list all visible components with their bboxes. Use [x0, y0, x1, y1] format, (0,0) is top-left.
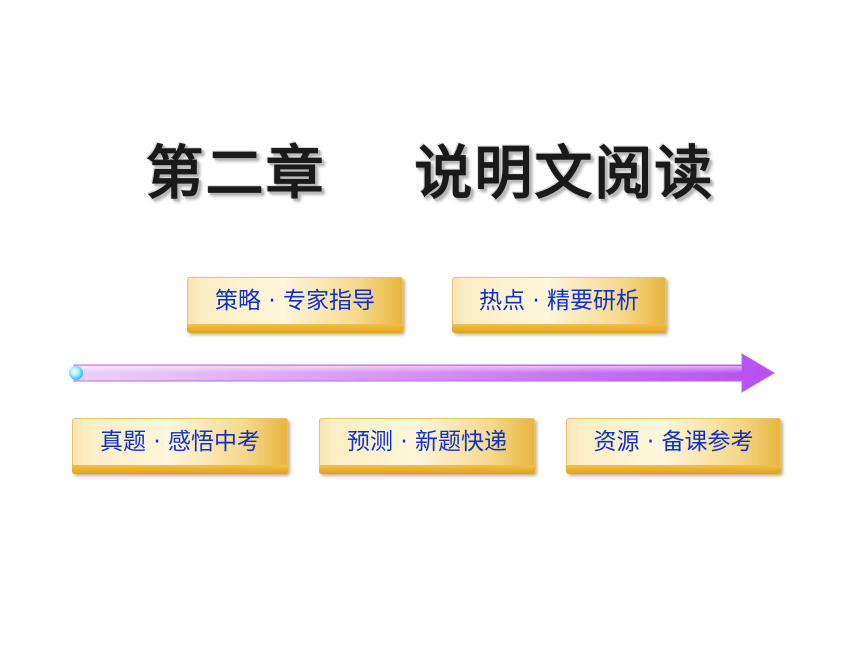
nav-button-real-exam-label: 真题 · 感悟中考 — [100, 429, 260, 455]
nav-button-resources-label: 资源 · 备课参考 — [593, 429, 754, 455]
nav-button-hotspot-label: 热点 · 精要研析 — [479, 288, 639, 314]
nav-button-resources[interactable]: 资源 · 备课参考 — [566, 418, 781, 474]
nav-button-prediction-label: 预测 · 新题快递 — [347, 429, 507, 455]
chapter-title: 第二章 说明文阅读 — [145, 139, 715, 207]
nav-button-hotspot[interactable]: 热点 · 精要研析 — [452, 277, 666, 333]
timeline-arrow-icon — [69, 353, 775, 393]
nav-button-prediction[interactable]: 预测 · 新题快递 — [319, 418, 535, 474]
nav-button-strategy[interactable]: 策略 · 专家指导 — [187, 277, 403, 333]
nav-button-real-exam[interactable]: 真题 · 感悟中考 — [72, 418, 288, 474]
nav-button-strategy-label: 策略 · 专家指导 — [215, 288, 375, 314]
